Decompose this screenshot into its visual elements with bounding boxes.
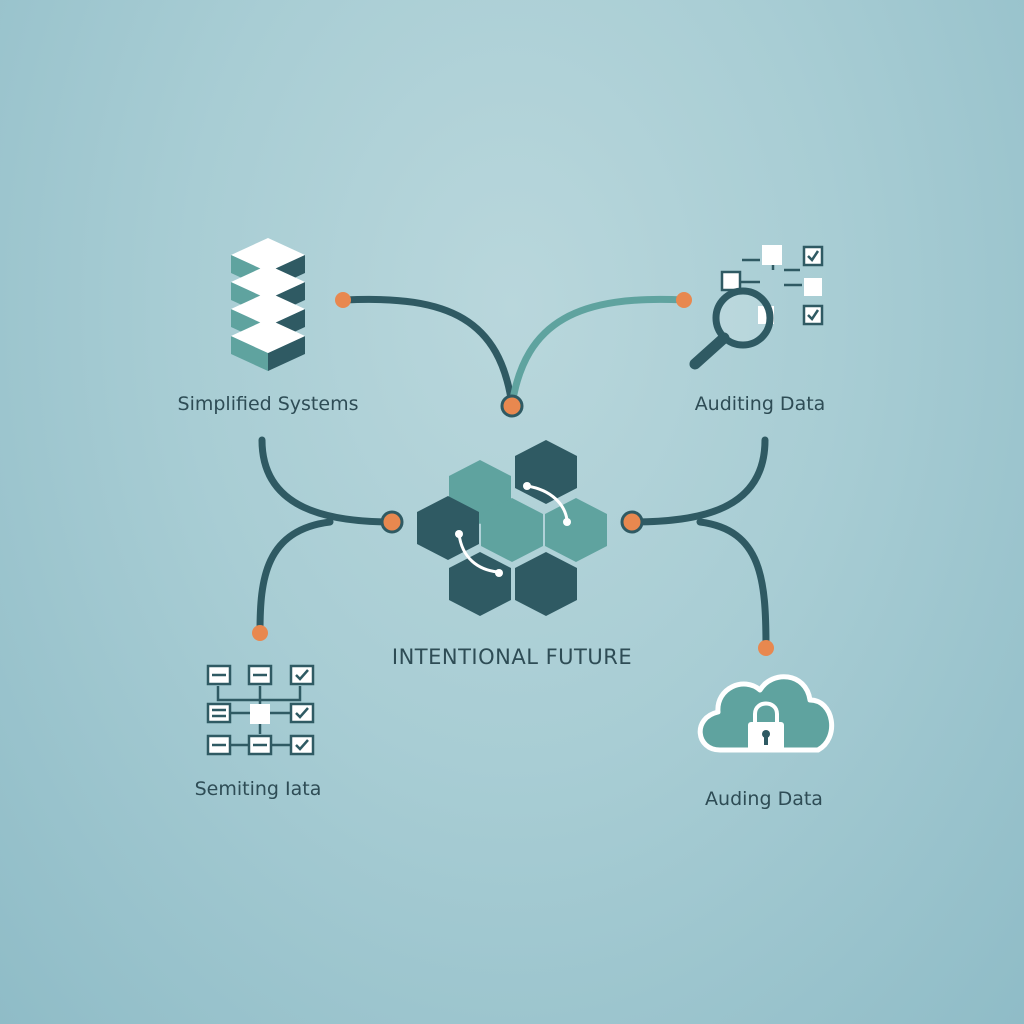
endpoint-dot [252,625,268,641]
endpoint-dot [758,640,774,656]
connector-left-bottom [256,436,396,636]
connector-endpoints [252,292,774,656]
hexagon-cluster-icon [417,440,607,616]
connector-right-bottom [628,436,770,652]
magnifier-checklist-icon [689,245,824,370]
node-label-simplified-systems: Simplified Systems [177,393,359,415]
endpoint-dot [620,510,644,534]
server-stack-icon [231,238,305,371]
endpoint-dot [335,292,351,308]
connector-right-top [508,295,688,409]
connectors [256,295,770,652]
endpoint-dot [676,292,692,308]
connector-left-top [341,295,516,409]
checklist-flow-icon [206,664,315,756]
cloud-lock-icon [697,674,835,753]
endpoint-dot [380,510,404,534]
node-label-semiting-data: Semiting Iata [194,778,322,800]
node-label-auding-data: Auding Data [705,788,823,810]
node-label-auditing-data: Auditing Data [694,393,826,415]
endpoint-dot [500,394,524,418]
diagram-title: INTENTIONAL FUTURE [391,645,633,669]
